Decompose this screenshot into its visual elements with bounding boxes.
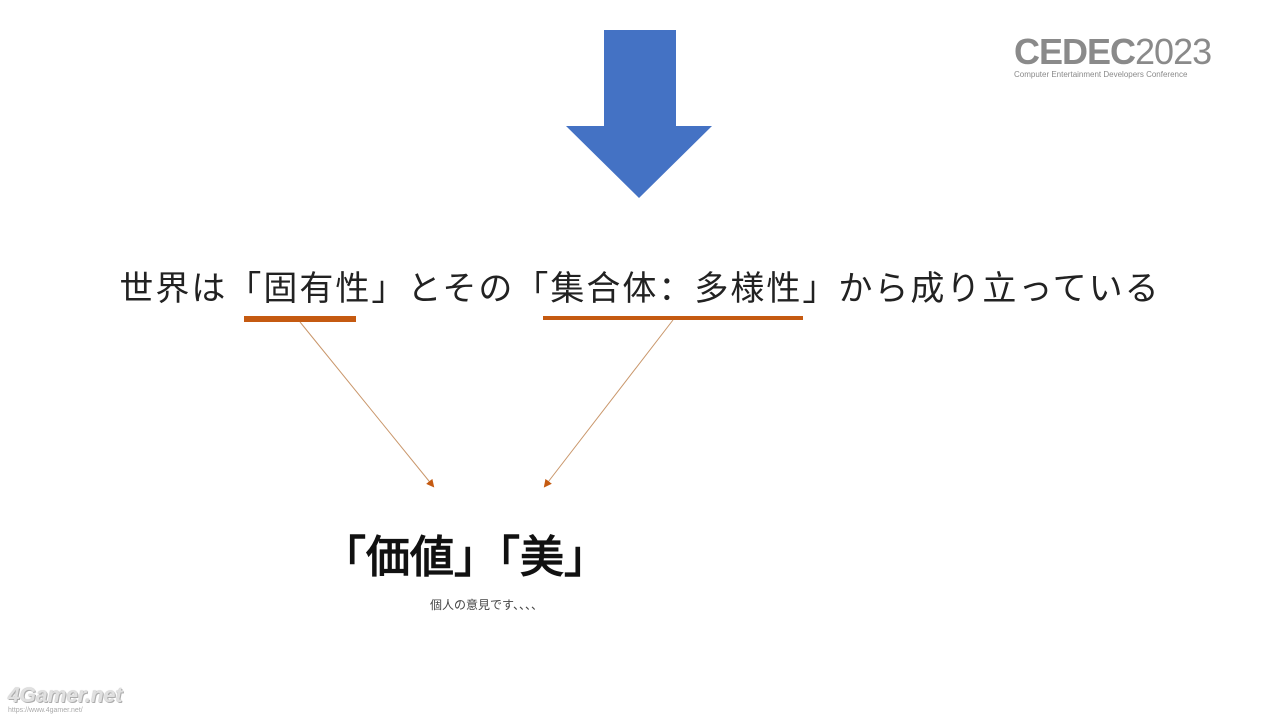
cedec-logo-name: CEDEC xyxy=(1014,31,1136,72)
watermark-url: https://www.4gamer.net/ xyxy=(8,707,83,714)
pointer-arrow-left xyxy=(299,321,435,488)
down-arrow-icon xyxy=(566,30,712,198)
cedec-logo: CEDEC2023 Computer Entertainment Develop… xyxy=(1014,34,1214,80)
result-text: 「価値」「美」 xyxy=(322,532,608,583)
watermark-brand: 4Gamer.net xyxy=(8,684,123,707)
underline-diversity xyxy=(543,316,803,320)
statement-text: 世界は「固有性」とその「集合体：多様性」から成り立っている xyxy=(119,269,1161,309)
cedec-logo-year: 2023 xyxy=(1135,31,1212,72)
cedec-logo-subtitle: Computer Entertainment Developers Confer… xyxy=(1014,70,1188,79)
watermark: 4Gamer.net https://www.4gamer.net/ xyxy=(8,684,123,715)
pointer-arrow-right xyxy=(543,319,674,488)
underline-uniqueness xyxy=(244,316,356,322)
cedec-logo-wordmark: CEDEC2023 xyxy=(1014,34,1214,70)
note-text: 個人の意見です、、、、 xyxy=(430,598,544,612)
